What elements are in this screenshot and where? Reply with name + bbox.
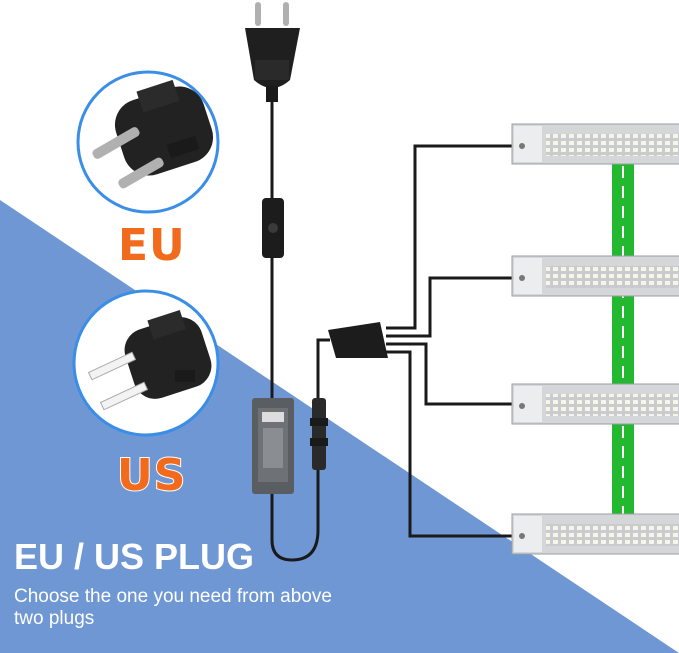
power-driver <box>252 398 294 494</box>
headline: EU / US PLUG <box>14 536 255 577</box>
subtext: Choose the one you need from above two p… <box>14 586 332 629</box>
cable-splitter <box>328 322 388 358</box>
light-bar-3 <box>511 383 679 425</box>
light-bar-2 <box>511 255 679 297</box>
light-bar-4 <box>511 513 679 555</box>
eu-plug-closeup <box>76 70 220 214</box>
us-label: US <box>116 449 187 502</box>
inline-switch <box>262 198 284 258</box>
splitter-cables <box>386 144 516 538</box>
light-bar-1 <box>511 123 679 165</box>
waterproof-connector <box>310 398 328 470</box>
plug-top <box>245 2 300 102</box>
connector-bar <box>612 162 634 522</box>
us-plug-closeup <box>72 289 220 437</box>
eu-label: EU <box>118 220 186 271</box>
